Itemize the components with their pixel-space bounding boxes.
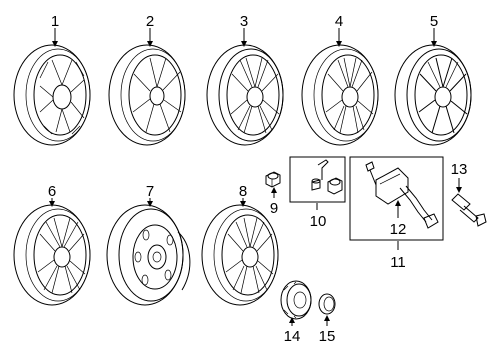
callout-2: 2 [146,13,154,30]
wheel-8 [201,204,279,306]
wheel-lock-kit-10 [289,156,346,203]
callout-1: 1 [51,13,59,30]
callout-7: 7 [146,183,154,200]
wheel-7 [106,204,191,306]
callout-10: 10 [310,213,327,230]
callout-4: 4 [335,13,343,30]
leader-lines [49,28,462,326]
wheel-1 [13,44,91,146]
callout-9: 9 [270,200,278,217]
callout-6: 6 [48,183,56,200]
small-cap-15 [318,293,336,315]
wheel-3 [206,44,284,146]
lug-nut-9 [265,171,281,188]
callout-11: 11 [390,254,406,271]
callout-8: 8 [239,183,247,200]
wheel-6 [13,204,91,306]
valve-stem-13 [451,193,487,227]
callout-12: 12 [390,221,407,238]
callout-5: 5 [430,13,438,30]
tpms-sensor-kit-11 [349,156,444,241]
wheel-4 [301,44,379,146]
callout-14: 14 [284,328,301,345]
wheel-5 [394,44,472,146]
center-cap-14 [280,280,312,320]
wheel-2 [108,44,186,146]
callout-13: 13 [451,161,468,178]
callout-3: 3 [240,13,248,30]
callout-15: 15 [319,328,336,345]
